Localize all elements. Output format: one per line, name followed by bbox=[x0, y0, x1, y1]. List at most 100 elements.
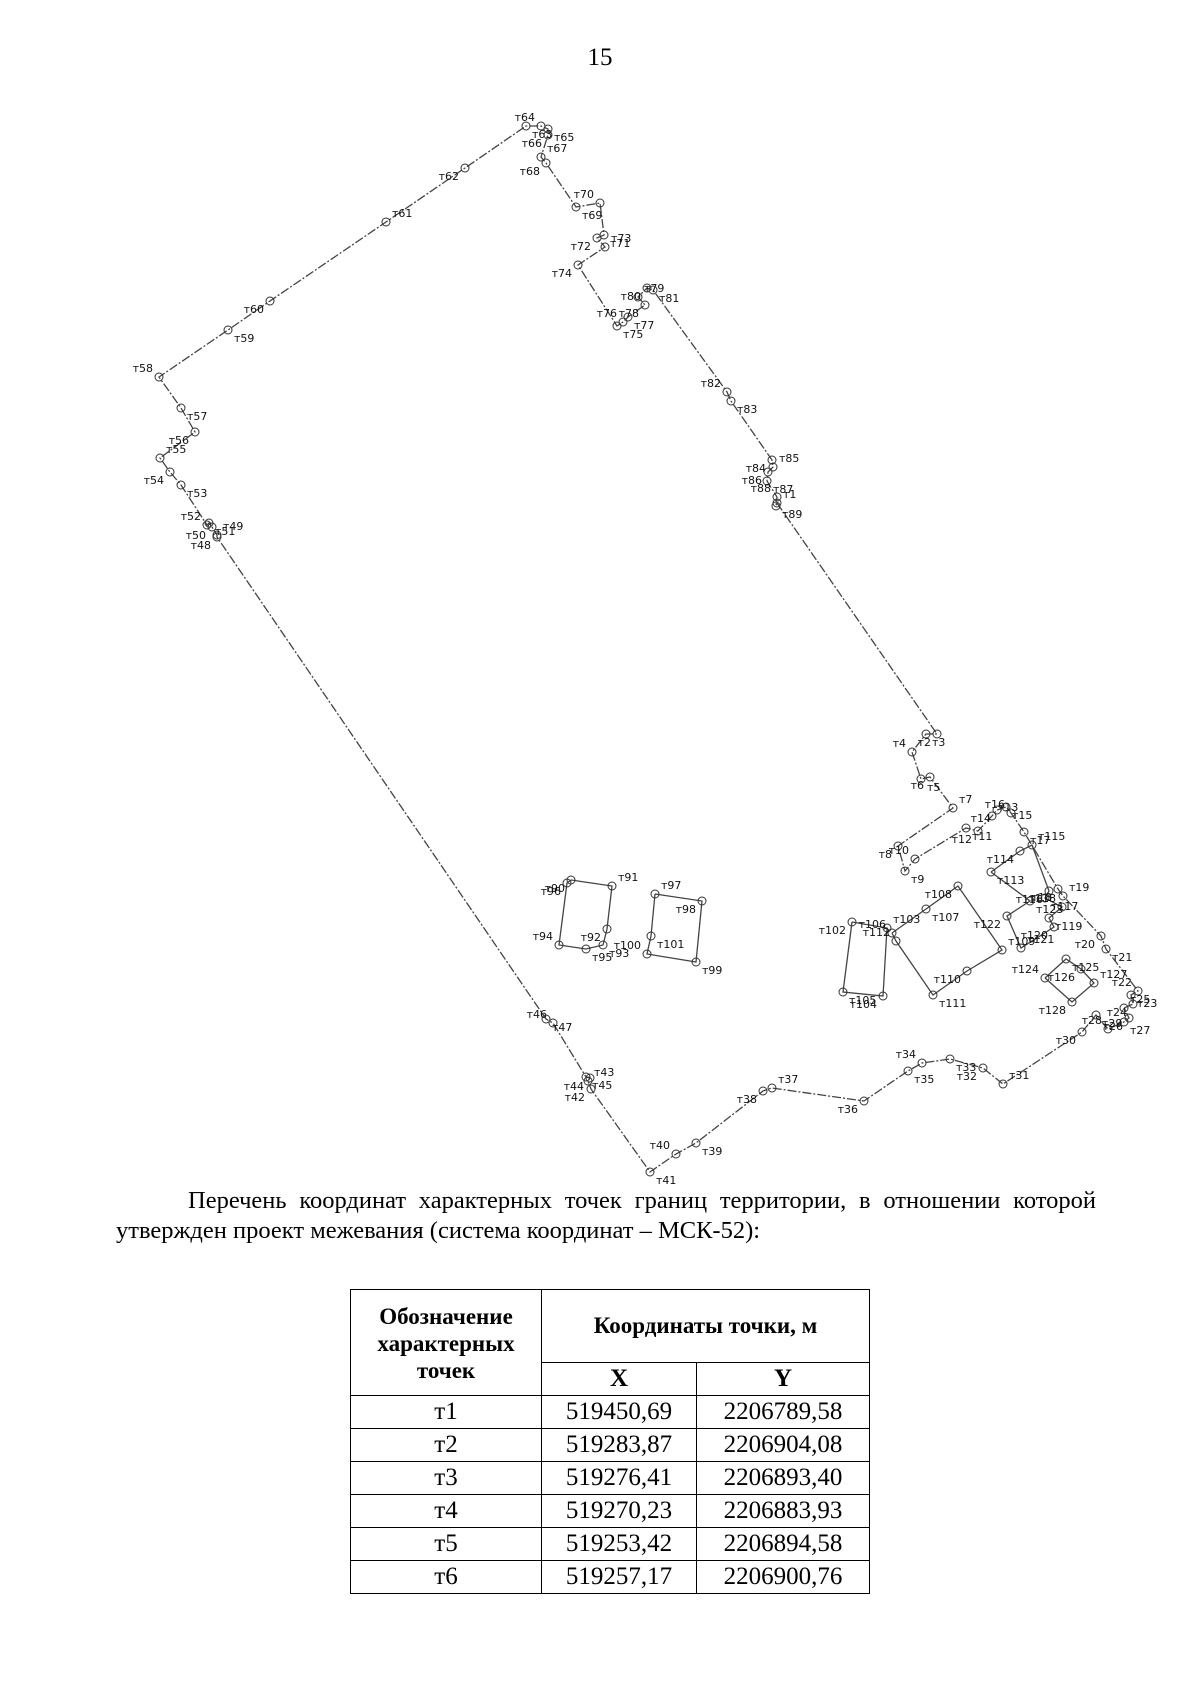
boundary-point-label: т96 bbox=[541, 885, 561, 898]
boundary-point-marker bbox=[592, 233, 602, 243]
boundary-point-label: т28 bbox=[1082, 1014, 1102, 1027]
boundary-point-marker bbox=[571, 202, 581, 212]
boundary-point-label: т105 bbox=[849, 994, 876, 1007]
boundary-point-label: т120 bbox=[1021, 929, 1048, 942]
boundary-point-label: т51 bbox=[215, 525, 235, 538]
boundary-point-label: т42 bbox=[565, 1091, 585, 1104]
boundary-point-label: т20 bbox=[1075, 938, 1095, 951]
boundary-point-marker bbox=[212, 530, 222, 540]
boundary-line bbox=[646, 893, 703, 963]
coordinates-table: Обозначение характерных точек Координаты… bbox=[350, 1289, 871, 1594]
boundary-point-marker bbox=[581, 944, 591, 954]
boundary-point-label: т33 bbox=[956, 1061, 976, 1074]
boundary-point-label: т38 bbox=[737, 1093, 757, 1106]
boundary-point-marker bbox=[1006, 808, 1016, 818]
boundary-point-label: т122 bbox=[974, 918, 1001, 931]
row-point-name: т1 bbox=[350, 1395, 542, 1429]
header-coordinates: Координаты точки, м bbox=[541, 1289, 870, 1363]
boundary-point-label: т73 bbox=[611, 232, 631, 245]
boundary-point-label: т70 bbox=[574, 188, 594, 201]
boundary-line bbox=[158, 125, 1139, 1173]
boundary-point-label: т114 bbox=[987, 853, 1014, 866]
boundary-point-label: т47 bbox=[552, 1021, 572, 1034]
boundary-line bbox=[842, 921, 888, 997]
boundary-point-marker bbox=[992, 805, 1002, 815]
boundary-point-marker bbox=[600, 242, 610, 252]
boundary-point-label: т109 bbox=[1008, 935, 1035, 948]
boundary-point-marker bbox=[650, 889, 660, 899]
boundary-point-label: т61 bbox=[392, 207, 412, 220]
boundary-point-label: т39 bbox=[702, 1145, 722, 1158]
boundary-point-label: т48 bbox=[191, 539, 211, 552]
boundary-point-label: т81 bbox=[659, 292, 679, 305]
boundary-point-label: т16 bbox=[985, 798, 1005, 811]
boundary-point-marker bbox=[1126, 990, 1136, 1000]
boundary-point-marker bbox=[155, 453, 165, 463]
boundary-point-label: т19 bbox=[1069, 881, 1089, 894]
boundary-point-marker bbox=[1096, 931, 1106, 941]
boundary-point-marker bbox=[548, 1018, 558, 1028]
boundary-point-label: т57 bbox=[187, 410, 207, 423]
boundary-point-label: т6 bbox=[911, 779, 924, 792]
row-x: 519257,17 bbox=[541, 1560, 697, 1594]
boundary-point-marker bbox=[978, 1063, 988, 1073]
boundary-point-marker bbox=[1044, 913, 1054, 923]
boundary-point-label: т65 bbox=[554, 131, 574, 144]
boundary-point-label: т43 bbox=[594, 1066, 614, 1079]
table-row: т3 519276,41 2206893,40 bbox=[350, 1461, 871, 1495]
boundary-point-label: т80 bbox=[621, 290, 641, 303]
boundary-point-marker bbox=[640, 300, 650, 310]
boundary-point-marker bbox=[1058, 891, 1068, 901]
boundary-point-label: т123 bbox=[1036, 903, 1063, 916]
boundary-point-label: т66 bbox=[522, 137, 542, 150]
boundary-point-marker bbox=[633, 292, 643, 302]
boundary-point-label: т104 bbox=[850, 998, 877, 1011]
boundary-point-label: т4 bbox=[893, 737, 906, 750]
boundary-point-label: т17 bbox=[1030, 834, 1050, 847]
boundary-point-marker bbox=[1119, 1003, 1129, 1013]
row-x: 519253,42 bbox=[541, 1527, 697, 1561]
boundary-point-marker bbox=[541, 158, 551, 168]
boundary-point-marker bbox=[758, 1086, 768, 1096]
boundary-point-marker bbox=[921, 904, 931, 914]
boundary-point-marker bbox=[953, 881, 963, 891]
boundary-point-marker bbox=[767, 1083, 777, 1093]
boundary-point-label: т116 bbox=[1016, 893, 1043, 906]
boundary-point-marker bbox=[882, 923, 892, 933]
boundary-point-marker bbox=[204, 518, 214, 528]
boundary-point-label: т30 bbox=[1056, 1034, 1076, 1047]
boundary-point-label: т88 bbox=[751, 482, 771, 495]
boundary-point-label: т36 bbox=[838, 1103, 858, 1116]
boundary-point-marker bbox=[1002, 911, 1012, 921]
boundary-point-marker bbox=[646, 931, 656, 941]
boundary-point-marker bbox=[925, 772, 935, 782]
boundary-point-marker bbox=[1053, 884, 1063, 894]
boundary-point-label: т60 bbox=[244, 303, 264, 316]
row-x: 519276,41 bbox=[541, 1461, 697, 1495]
boundary-point-label: т7 bbox=[959, 793, 972, 806]
boundary-point-label: т49 bbox=[223, 520, 243, 533]
boundary-point-label: т75 bbox=[623, 328, 643, 341]
boundary-point-marker bbox=[917, 1058, 927, 1068]
boundary-point-marker bbox=[573, 260, 583, 270]
boundary-point-marker bbox=[1103, 1024, 1113, 1034]
boundary-point-label: т21 bbox=[1112, 951, 1132, 964]
boundary-point-label: т86 bbox=[742, 474, 762, 487]
table-row: т5 519253,42 2206894,58 bbox=[350, 1527, 871, 1561]
boundary-point-marker bbox=[586, 1084, 596, 1094]
boundary-point-label: т95 bbox=[592, 951, 612, 964]
boundary-point-marker bbox=[726, 396, 736, 406]
boundary-line bbox=[1044, 958, 1095, 1003]
boundary-point-label: т77 bbox=[634, 319, 654, 332]
row-y: 2206894,58 bbox=[695, 1527, 871, 1561]
boundary-point-marker bbox=[642, 283, 652, 293]
page-number: 15 bbox=[587, 44, 613, 71]
table-row: т4 519270,23 2206883,93 bbox=[350, 1494, 871, 1528]
boundary-point-marker bbox=[907, 747, 917, 757]
boundary-point-label: т32 bbox=[957, 1070, 977, 1083]
boundary-point-marker bbox=[928, 990, 938, 1000]
boundary-point-marker bbox=[1057, 902, 1067, 912]
boundary-point-marker bbox=[1027, 840, 1037, 850]
boundary-point-marker bbox=[945, 1054, 955, 1064]
